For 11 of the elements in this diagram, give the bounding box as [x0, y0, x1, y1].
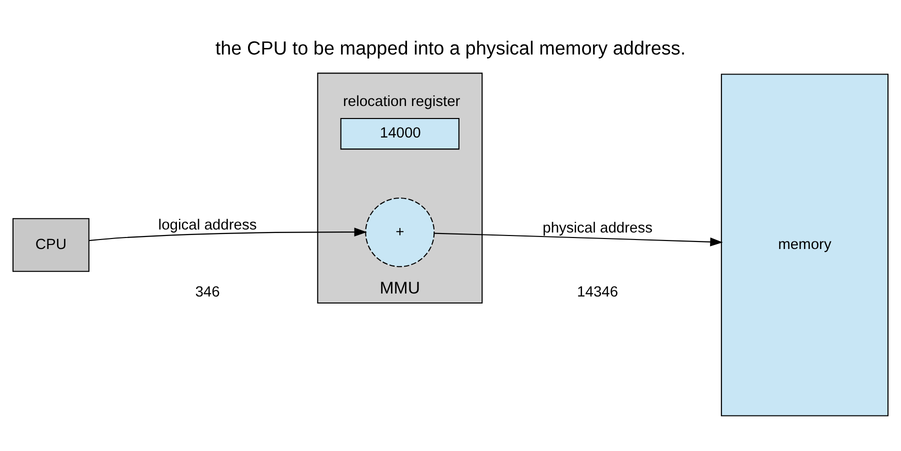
arrow — [89, 228, 367, 242]
node-box: memory — [720, 74, 889, 416]
caption: the CPU to be mapped into a physical memory address. — [215, 38, 686, 60]
arrow — [434, 232, 723, 246]
node-box: CPU — [12, 218, 90, 272]
node-circle: + — [365, 198, 435, 268]
node-label: relocation register — [342, 94, 460, 110]
label: 14346 — [577, 284, 618, 300]
label: 346 — [195, 284, 220, 300]
edge-label: physical address — [542, 220, 652, 237]
edge-label: logical address — [158, 217, 257, 234]
